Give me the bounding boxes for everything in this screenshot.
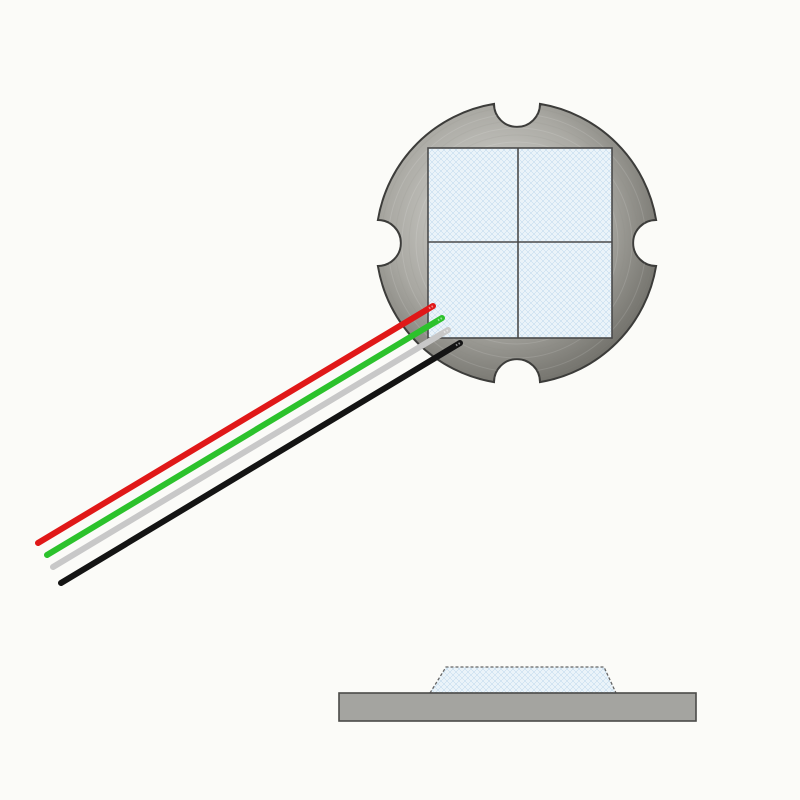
phosphor-dome: [428, 666, 618, 694]
red-wire: [35, 303, 436, 546]
brush-ring: [401, 127, 633, 359]
green-wire-tip: [437, 316, 444, 322]
board-substrate: [338, 692, 697, 722]
black-wire-tip: [455, 341, 462, 347]
led-chip-square: [427, 147, 613, 339]
green-wire: [44, 315, 445, 558]
black-wire: [58, 340, 463, 586]
led-die-array: [427, 147, 613, 339]
red-wire-tip: [428, 304, 435, 310]
brush-ring: [408, 134, 626, 352]
wire-bundle: [35, 303, 463, 586]
brush-ring: [415, 141, 619, 345]
side-profile: [338, 666, 697, 722]
gray-wire: [50, 327, 451, 570]
gray-wire-tip: [443, 328, 450, 334]
